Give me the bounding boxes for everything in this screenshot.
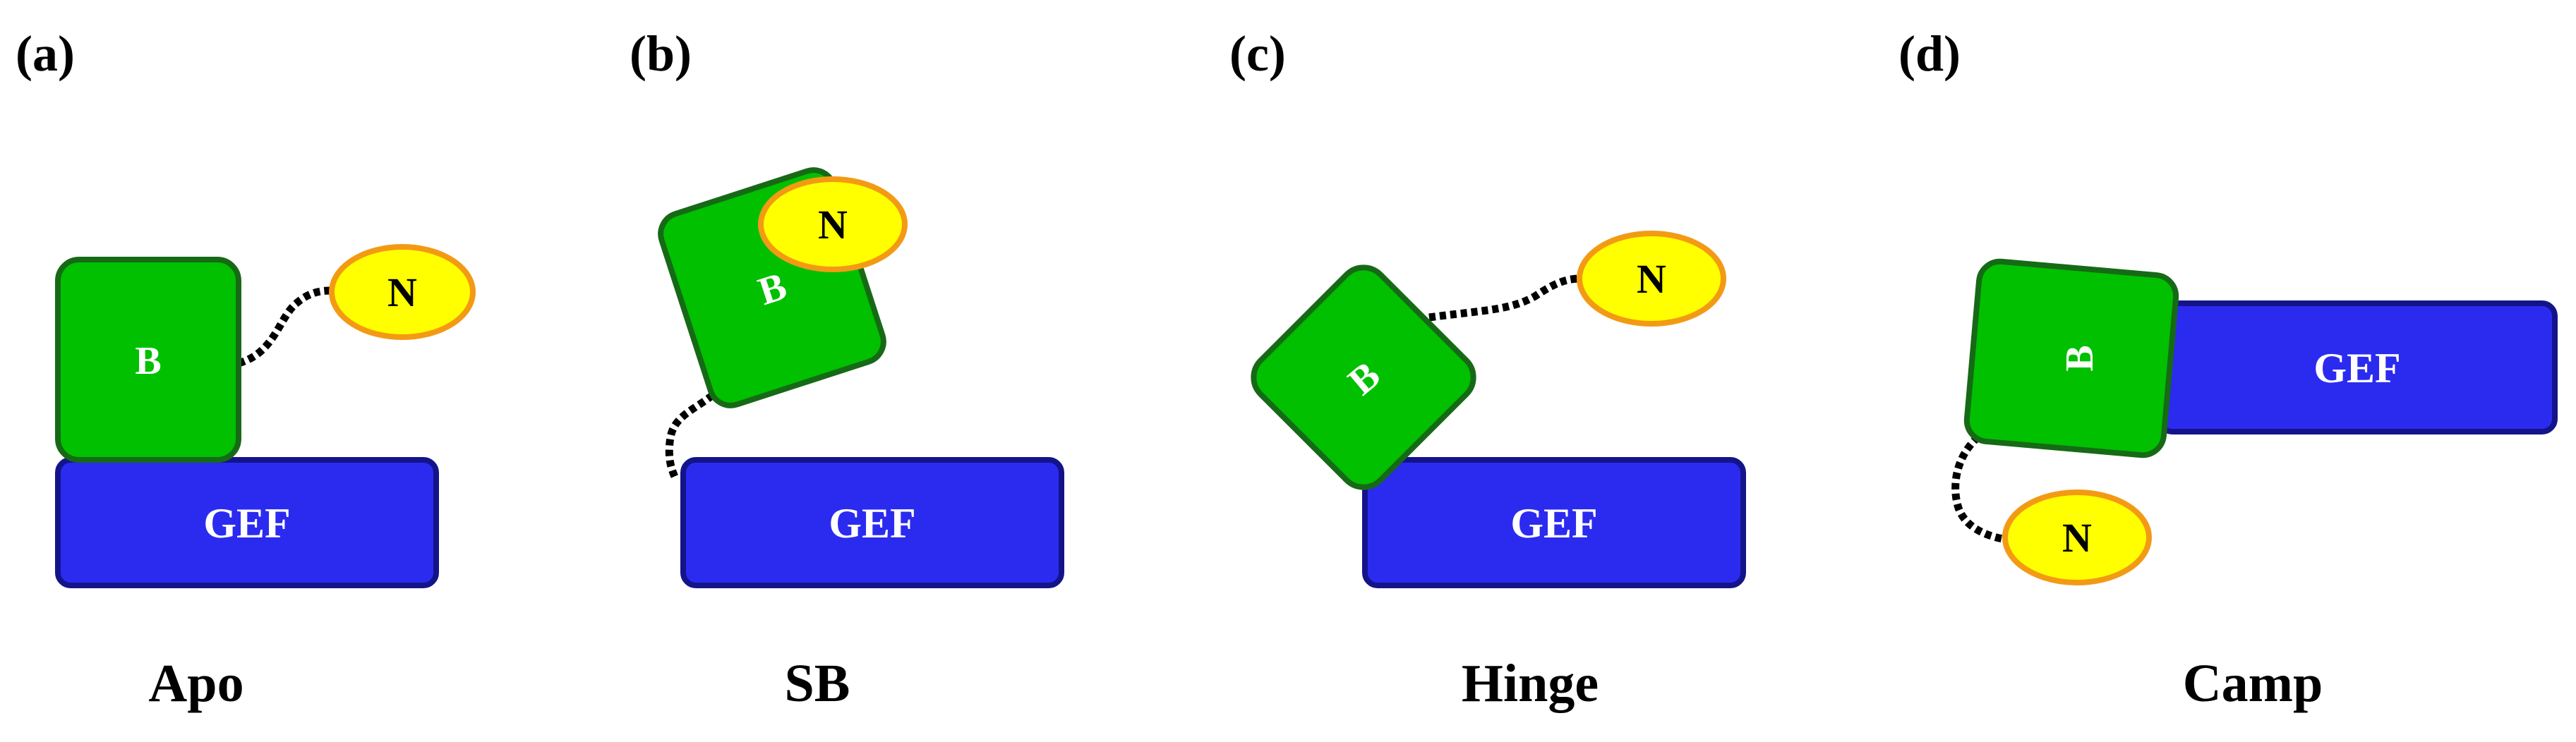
gef-domain-b <box>680 457 1064 588</box>
panel-a: (a) GEF B N Apo <box>16 25 476 713</box>
n-domain-a <box>329 244 476 340</box>
panel-label-a: (a) <box>16 25 75 82</box>
panel-c: (c) GEF B N Hinge <box>1229 25 1746 713</box>
b-domain-d <box>1963 258 2179 458</box>
panel-label-d: (d) <box>1898 25 1961 82</box>
b-label-d: B <box>2058 345 2102 371</box>
gef-label-b: GEF <box>829 500 915 547</box>
n-domain-b <box>758 176 908 272</box>
panel-d: (d) GEF B N Camp <box>1898 25 2558 713</box>
b-label-a: B <box>135 339 161 383</box>
n-label-a: N <box>387 269 417 315</box>
n-label-c: N <box>1637 256 1666 302</box>
linker-c <box>1428 274 1582 322</box>
linker-d <box>1951 427 2009 544</box>
n-label-b: N <box>818 202 848 248</box>
n-domain-c <box>1577 231 1726 327</box>
b-domain-a <box>55 257 241 463</box>
caption-c: Hinge <box>1462 654 1599 713</box>
gef-domain-a <box>55 457 439 588</box>
caption-a: Apo <box>148 654 243 713</box>
b-domain-c <box>1251 264 1476 490</box>
panel-label-c: (c) <box>1229 25 1286 82</box>
gef-label-a: GEF <box>203 500 290 547</box>
n-domain-d <box>2002 489 2152 585</box>
n-label-d: N <box>2062 515 2092 561</box>
gef-label-d: GEF <box>2313 345 2400 391</box>
gef-domain-c <box>1362 457 1746 588</box>
caption-b: SB <box>785 654 850 713</box>
panel-b: (b) GEF B N SB <box>630 25 1064 713</box>
caption-d: Camp <box>2183 654 2323 713</box>
linker-a <box>237 286 332 367</box>
panel-label-b: (b) <box>630 25 692 82</box>
gef-label-c: GEF <box>1510 500 1597 547</box>
